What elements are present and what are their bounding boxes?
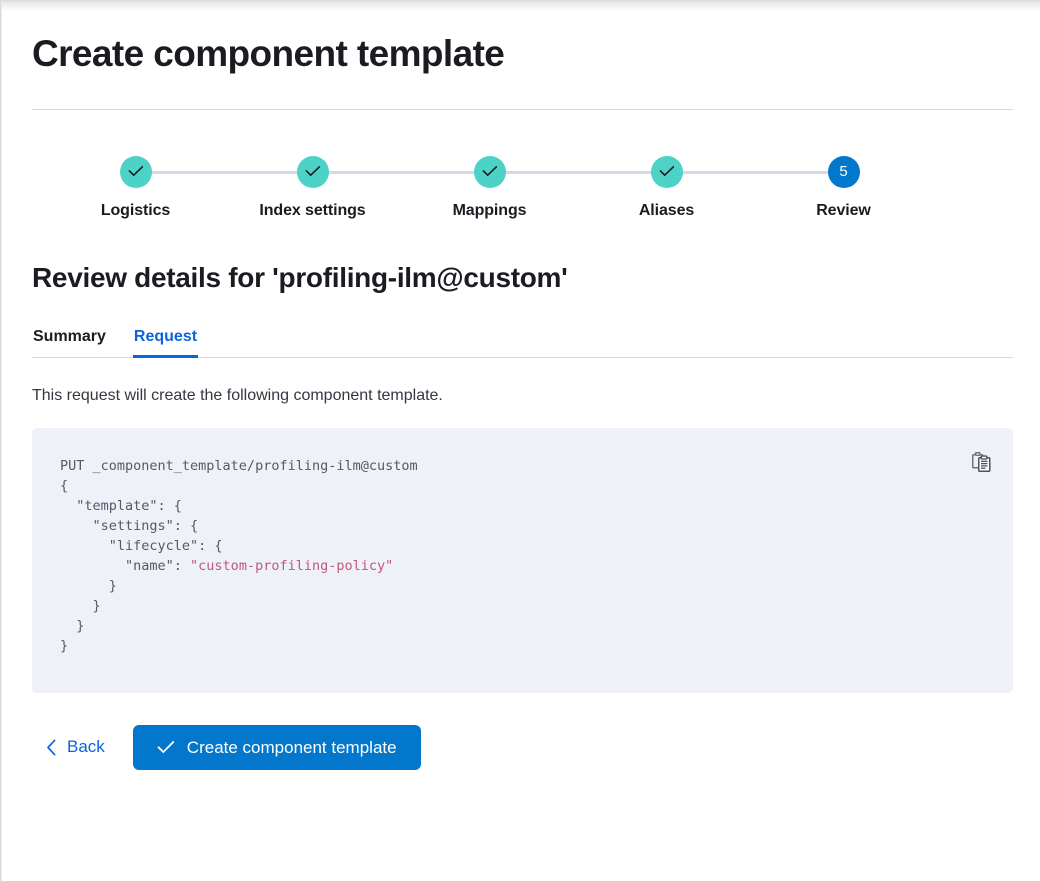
request-description: This request will create the following c… — [32, 386, 443, 404]
review-tabs: Summary Request — [32, 322, 1013, 358]
request-code-block: PUT _component_template/profiling-ilm@cu… — [32, 427, 1013, 693]
step-connector-left — [755, 170, 844, 174]
wizard-step-index-settings[interactable]: Index settings — [224, 155, 401, 220]
check-icon — [473, 155, 506, 188]
request-code-text: PUT _component_template/profiling-ilm@cu… — [60, 457, 418, 654]
wizard-step-label: Index settings — [259, 201, 366, 219]
check-icon — [157, 740, 175, 754]
page-title: Create component template — [32, 33, 505, 74]
wizard-step-label: Aliases — [638, 201, 695, 219]
chevron-left-icon — [46, 739, 57, 756]
check-icon — [650, 155, 683, 188]
step-connector-left — [401, 170, 490, 174]
step-connector-left — [578, 170, 667, 174]
wizard-step-logistics[interactable]: Logistics — [47, 155, 224, 220]
header-divider — [32, 108, 1013, 110]
step-connector-right — [135, 170, 224, 174]
step-connector-left — [224, 170, 313, 174]
wizard-step-label: Review — [816, 201, 871, 219]
tab-request[interactable]: Request — [132, 322, 199, 358]
wizard-step-aliases[interactable]: Aliases — [578, 155, 755, 220]
step-number-badge: 5 — [827, 155, 860, 188]
step-connector-right — [312, 170, 401, 174]
wizard-step-mappings[interactable]: Mappings — [401, 155, 578, 220]
back-button-label: Back — [67, 737, 105, 757]
check-icon — [119, 155, 152, 188]
review-section-title: Review details for 'profiling-ilm@custom… — [32, 261, 568, 293]
step-connector-right — [666, 170, 755, 174]
copy-clipboard-icon[interactable] — [965, 446, 997, 478]
step-connector-right — [489, 170, 578, 174]
wizard-step-label: Mappings — [452, 201, 527, 219]
wizard-footer: Back Create component template — [32, 724, 1008, 770]
wizard-step-label: Logistics — [100, 201, 171, 219]
back-button[interactable]: Back — [44, 731, 107, 763]
create-component-template-button-label: Create component template — [186, 737, 397, 757]
check-icon — [296, 155, 329, 188]
tab-summary[interactable]: Summary — [32, 322, 107, 358]
create-component-template-button[interactable]: Create component template — [132, 724, 421, 770]
